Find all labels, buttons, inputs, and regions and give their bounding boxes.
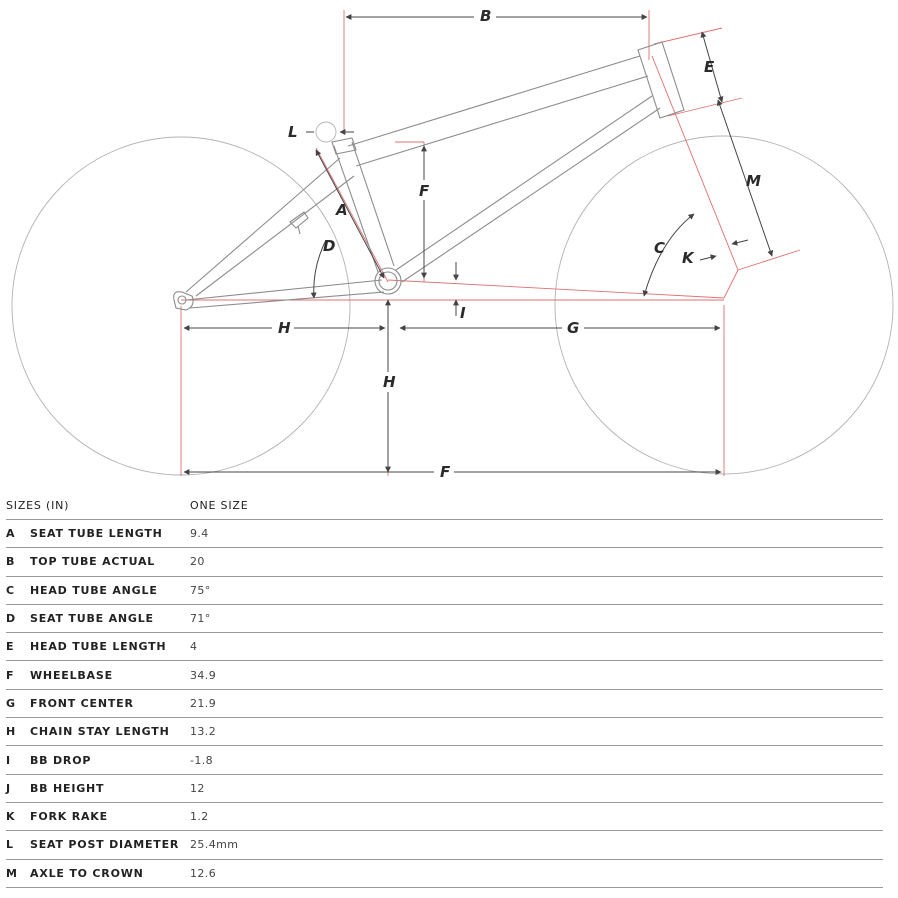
- label-b: B: [480, 7, 491, 25]
- row-value: 12.6: [190, 859, 883, 888]
- row-value: 9.4: [190, 519, 883, 549]
- row-value: -1.8: [190, 745, 883, 775]
- row-label: HEAD TUBE LENGTH: [30, 632, 190, 662]
- row-value: 21.9: [190, 689, 883, 719]
- row-label: SEAT TUBE LENGTH: [30, 519, 190, 549]
- row-label: SEAT TUBE ANGLE: [30, 604, 190, 634]
- label-c: C: [654, 239, 665, 257]
- row-value: 20: [190, 547, 883, 577]
- row-letter: B: [6, 547, 30, 577]
- row-label: AXLE TO CROWN: [30, 859, 190, 888]
- bike-geometry-diagram: B E L M F A D C K H I G H F: [11, 6, 894, 480]
- bike-frame: [173, 41, 685, 311]
- row-value: 12: [190, 774, 883, 803]
- row-value: 75°: [190, 576, 883, 605]
- row-letter: G: [6, 689, 30, 719]
- row-letter: I: [6, 745, 30, 775]
- row-letter: K: [6, 802, 30, 832]
- label-h-vertical: H: [383, 373, 396, 391]
- label-d: D: [323, 237, 335, 255]
- label-f-wheelbase: F: [440, 463, 451, 480]
- row-label: FRONT CENTER: [30, 689, 190, 719]
- row-value: 4: [190, 632, 883, 662]
- dimension-lines: [183, 14, 774, 475]
- label-i: I: [460, 304, 466, 322]
- row-value: 1.2: [190, 802, 883, 832]
- label-h: H: [278, 319, 291, 337]
- header-one-size: ONE SIZE: [190, 492, 883, 520]
- row-value: 34.9: [190, 660, 883, 690]
- row-label: BB HEIGHT: [30, 774, 190, 803]
- row-letter: D: [6, 604, 30, 634]
- row-value: 13.2: [190, 717, 883, 747]
- row-label: TOP TUBE ACTUAL: [30, 547, 190, 577]
- label-e: E: [704, 58, 715, 76]
- row-letter: J: [6, 774, 30, 803]
- row-letter: C: [6, 576, 30, 605]
- row-letter: F: [6, 660, 30, 690]
- label-k: K: [682, 249, 695, 267]
- dimension-labels: B E L M F A D C K H I G H F: [272, 6, 761, 480]
- row-label: BB DROP: [30, 745, 190, 775]
- row-value: 25.4mm: [190, 830, 883, 860]
- header-sizes: SIZES (IN): [6, 492, 190, 520]
- row-letter: E: [6, 632, 30, 662]
- row-label: CHAIN STAY LENGTH: [30, 717, 190, 747]
- row-label: FORK RAKE: [30, 802, 190, 832]
- row-letter: L: [6, 830, 30, 860]
- label-g: G: [567, 319, 579, 337]
- row-letter: H: [6, 717, 30, 747]
- label-a: A: [335, 201, 348, 219]
- reference-lines: [180, 10, 801, 476]
- row-letter: A: [6, 519, 30, 549]
- label-l: L: [288, 123, 298, 141]
- row-letter: M: [6, 859, 30, 888]
- row-label: WHEELBASE: [30, 660, 190, 690]
- row-label: HEAD TUBE ANGLE: [30, 576, 190, 605]
- table-header-row: SIZES (IN) ONE SIZE: [6, 492, 883, 520]
- label-m: M: [746, 172, 761, 190]
- row-label: SEAT POST DIAMETER: [30, 830, 190, 860]
- label-f-vertical: F: [419, 182, 430, 200]
- row-value: 71°: [190, 604, 883, 634]
